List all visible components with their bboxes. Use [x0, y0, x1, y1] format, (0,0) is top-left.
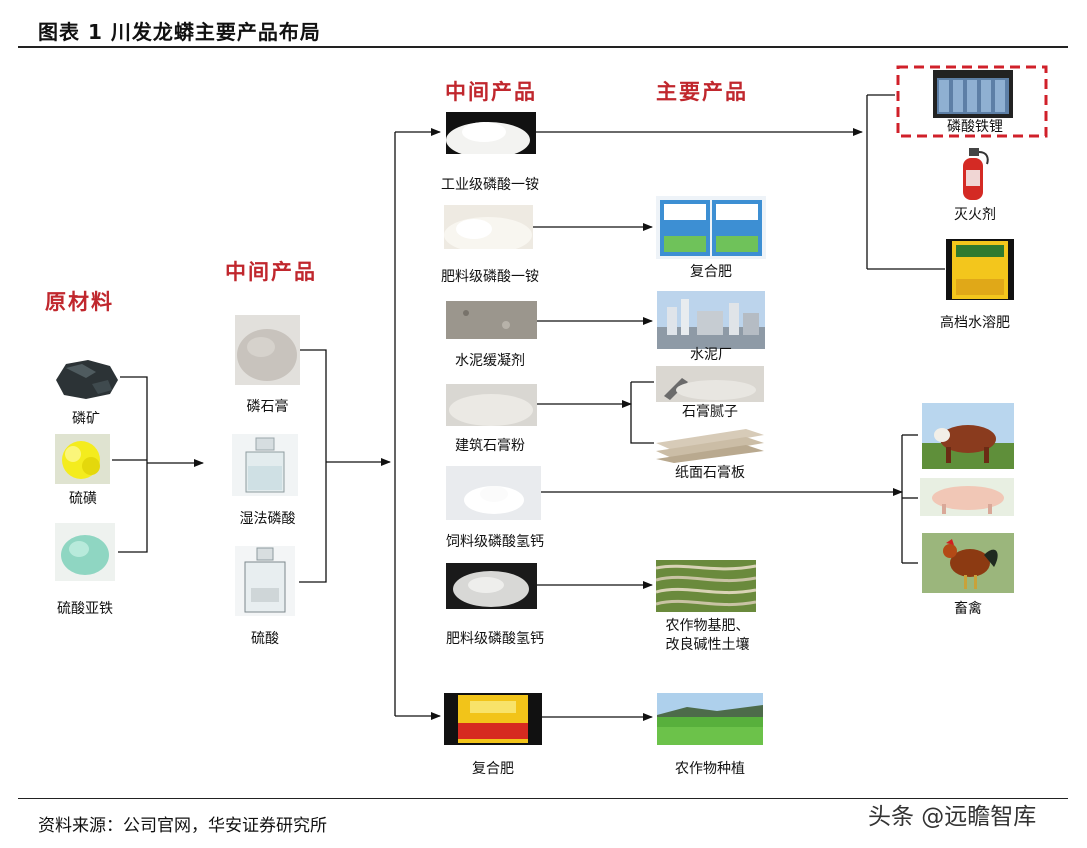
feed-dcp-image [446, 466, 541, 520]
fire-extinguisher-image [955, 146, 991, 201]
main-label-putty: 石膏腻子 [682, 404, 738, 420]
putty-image [656, 366, 764, 402]
intermediate-label-wet-phosphoric-acid: 湿法磷酸 [239, 511, 296, 527]
cattle-image [922, 403, 1014, 469]
watermark: 头条 @远瞻智库 [868, 804, 1037, 830]
main-label-cement-plant: 水泥厂 [690, 347, 732, 363]
mid-label-building-gypsum: 建筑石膏粉 [455, 438, 525, 454]
sulfuric-acid-image [235, 546, 295, 616]
main-label-extinguisher: 灭火剂 [954, 207, 996, 223]
main-label-lfp: 磷酸铁锂 [947, 119, 1003, 135]
figure-title: 图表 1 川发龙蟒主要产品布局 [38, 20, 321, 44]
compound-fertilizer-image [656, 196, 766, 259]
source-note: 资料来源：公司官网，华安证券研究所 [38, 816, 327, 836]
crop-field-image [657, 693, 763, 745]
mid-label-compound-fertilizer: 复合肥 [472, 761, 514, 777]
crop-terraces-image [656, 560, 756, 612]
gypsum-board-image [656, 425, 764, 463]
sulfur-image [55, 434, 110, 484]
mid-label-cement-retarder: 水泥缓凝剂 [455, 353, 525, 369]
intermediate-label-phosphogypsum: 磷石膏 [246, 399, 289, 415]
rooster-image [922, 533, 1014, 593]
fertilizer-map-image [444, 205, 533, 249]
fertilizer-dcp-image [446, 563, 537, 609]
lfp-highlight-box [896, 65, 1048, 138]
cement-plant-image [657, 291, 765, 349]
main-label-livestock: 畜禽 [954, 601, 982, 617]
main-label-crop-fertilizer-2: 改良碱性土壤 [665, 637, 750, 653]
industrial-map-image [446, 112, 536, 154]
compound-fertilizer-bag-image [444, 693, 542, 745]
header-raw-materials: 原材料 [45, 289, 114, 314]
pig-image [920, 478, 1014, 516]
bottom-rule [18, 798, 1068, 799]
intermediate-label-sulfuric-acid: 硫酸 [251, 631, 279, 647]
header-main-products: 主要产品 [656, 79, 748, 104]
main-label-crop-planting: 农作物种植 [675, 761, 745, 777]
main-label-gypsum-board: 纸面石膏板 [675, 465, 745, 481]
raw-label-phosphate-ore: 磷矿 [72, 411, 100, 427]
mid-label-fertilizer-dcp: 肥料级磷酸氢钙 [446, 631, 544, 647]
main-label-compound-fertilizer: 复合肥 [690, 264, 732, 280]
raw-label-sulfur: 硫磺 [69, 491, 97, 507]
building-gypsum-image [446, 384, 537, 426]
main-label-water-fertilizer: 高档水溶肥 [940, 315, 1010, 331]
raw-label-ferrous-sulfate: 硫酸亚铁 [57, 601, 113, 617]
mid-label-industrial-map: 工业级磷酸一铵 [441, 177, 539, 193]
mid-label-feed-dcp: 饲料级磷酸氢钙 [446, 534, 544, 550]
cement-retarder-image [446, 301, 537, 339]
top-rule [18, 46, 1068, 48]
wet-phosphoric-acid-image [232, 434, 298, 496]
header-intermediate-left: 中间产品 [225, 259, 317, 284]
ferrous-sulfate-image [55, 523, 115, 581]
header-intermediate-right: 中间产品 [445, 79, 537, 104]
water-soluble-fertilizer-image [946, 239, 1014, 300]
lfp-battery-image [933, 70, 1013, 118]
mid-label-fertilizer-map: 肥料级磷酸一铵 [441, 269, 539, 285]
phosphogypsum-image [235, 315, 300, 385]
main-label-crop-fertilizer-1: 农作物基肥、 [665, 618, 750, 634]
phosphate-ore-image [52, 358, 120, 400]
